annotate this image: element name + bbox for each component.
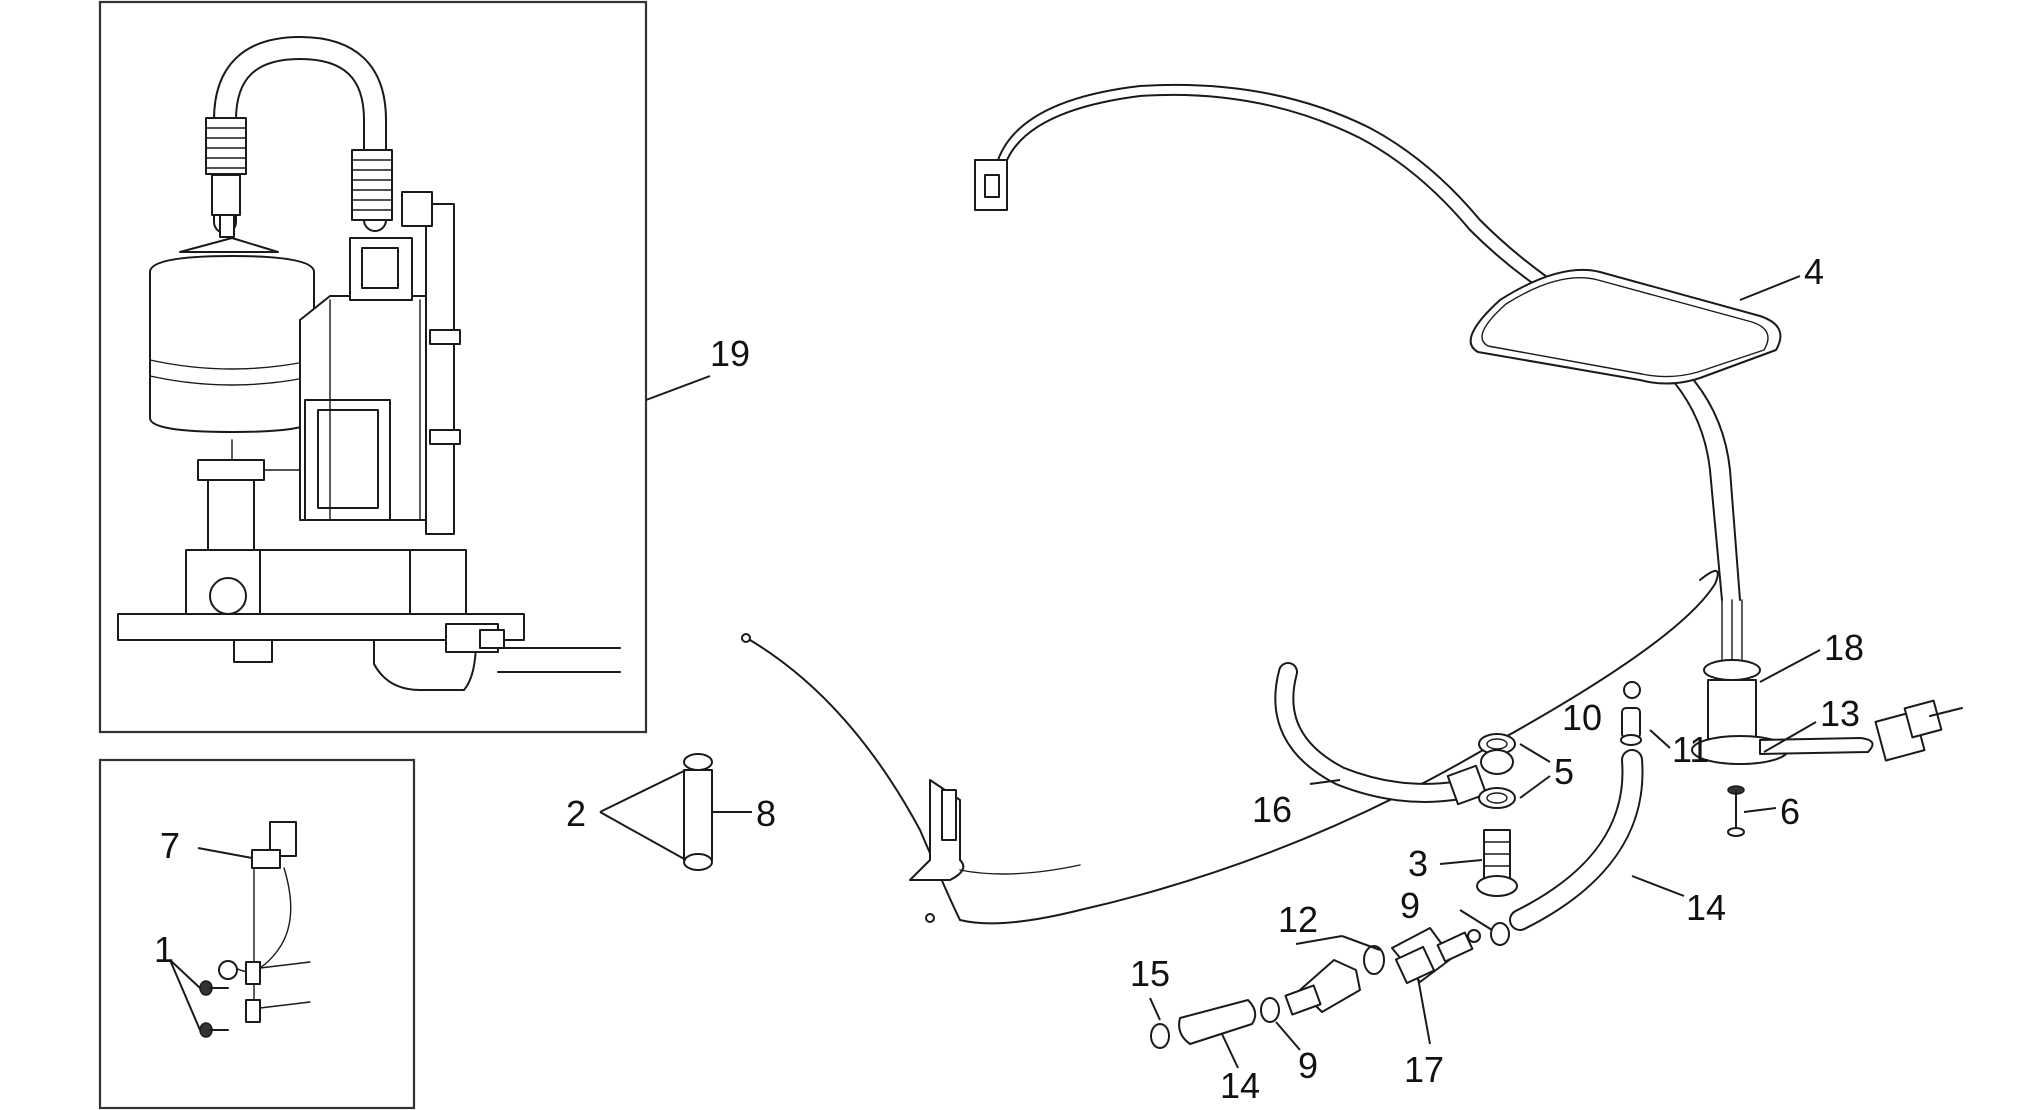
clamp-9-upper bbox=[1490, 922, 1510, 946]
hose-14-upper bbox=[1509, 749, 1644, 931]
clamp-9-lower bbox=[1260, 997, 1280, 1023]
sensor-bracket-inset bbox=[98, 758, 416, 1110]
callout-17: 17 bbox=[1404, 1049, 1444, 1090]
fitting-assembly-13 bbox=[1691, 599, 1963, 765]
callout-8: 8 bbox=[756, 793, 776, 834]
hose-16 bbox=[1274, 662, 1488, 806]
clamp-15 bbox=[1150, 1023, 1170, 1049]
callout-10: 10 bbox=[1562, 697, 1602, 738]
pipe-8 bbox=[683, 753, 713, 871]
callout-5: 5 bbox=[1554, 751, 1574, 792]
callout-15: 15 bbox=[1130, 953, 1170, 994]
corrugated-hose-right bbox=[351, 149, 393, 221]
callout-2: 2 bbox=[566, 793, 586, 834]
callout-13: 13 bbox=[1820, 693, 1860, 734]
screw-6 bbox=[1727, 785, 1745, 837]
inline-filter-12 bbox=[1284, 945, 1385, 1016]
o-ring-10 bbox=[1623, 681, 1641, 699]
callout-1: 1 bbox=[154, 929, 174, 970]
callout-12: 12 bbox=[1278, 899, 1318, 940]
callout-16: 16 bbox=[1252, 789, 1292, 830]
fitting-11 bbox=[1620, 707, 1642, 746]
leader-lines bbox=[169, 275, 1821, 1069]
callout-labels: 19 4 18 10 11 13 5 6 16 2 8 7 1 3 12 9 9… bbox=[154, 251, 1864, 1106]
callout-18: 18 bbox=[1824, 627, 1864, 668]
corrugated-hose-left bbox=[205, 117, 247, 238]
callout-7: 7 bbox=[160, 825, 180, 866]
callout-4: 4 bbox=[1804, 251, 1824, 292]
fitting-17 bbox=[1391, 927, 1481, 985]
hose-14-lower bbox=[1178, 999, 1257, 1045]
callout-6: 6 bbox=[1780, 791, 1800, 832]
return-cable bbox=[741, 570, 1719, 925]
callout-3: 3 bbox=[1408, 843, 1428, 884]
callout-14-upper: 14 bbox=[1686, 887, 1726, 928]
callout-14-lower: 14 bbox=[1220, 1065, 1260, 1106]
callout-9-upper: 9 bbox=[1400, 885, 1420, 926]
washers-5 bbox=[1478, 733, 1516, 809]
callout-19: 19 bbox=[710, 333, 750, 374]
pump-filter-canister bbox=[149, 255, 315, 433]
gasket-4 bbox=[1469, 268, 1782, 385]
callout-11: 11 bbox=[1672, 729, 1709, 770]
callout-9-lower: 9 bbox=[1298, 1045, 1318, 1086]
bolt-3 bbox=[1476, 829, 1518, 897]
fuel-pump-assembly-inset bbox=[98, 0, 648, 734]
